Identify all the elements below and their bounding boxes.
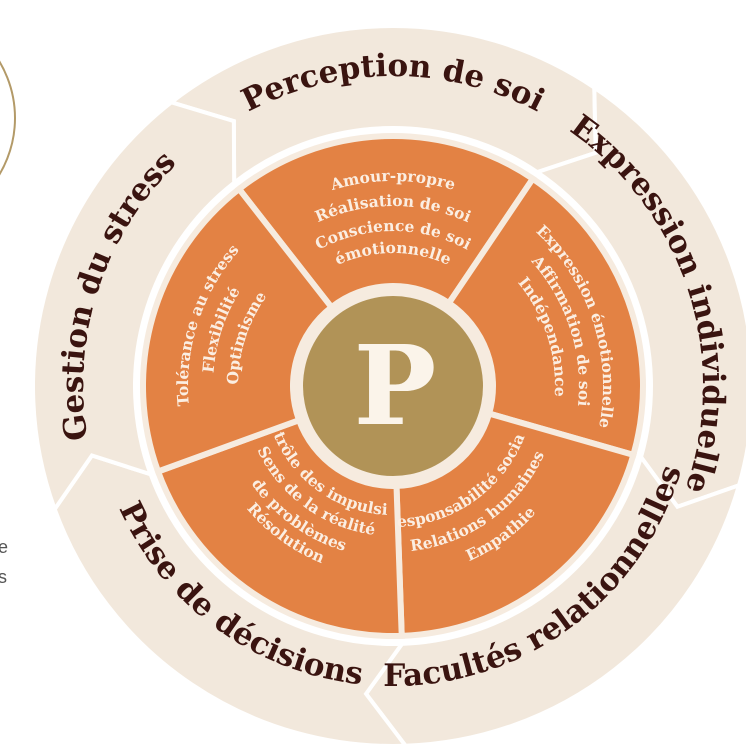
svg-text:P: P [354, 321, 437, 450]
segment-relations [393, 409, 638, 639]
segment-decisions [154, 416, 405, 639]
outer-ring-sector-5 [31, 100, 237, 514]
edge-text-left-2: s [0, 567, 7, 587]
edge-text-left-1: e [0, 537, 8, 557]
center-disc [303, 296, 483, 476]
edge-circle-decoration [0, 60, 16, 176]
outer-ring [31, 24, 746, 748]
segment-stress [140, 184, 336, 476]
p-monogram-logo: P [354, 321, 437, 450]
segment-expression [444, 174, 646, 459]
segment-perception [234, 133, 537, 312]
center-logo: P [295, 288, 491, 484]
inner-segments [140, 133, 646, 639]
